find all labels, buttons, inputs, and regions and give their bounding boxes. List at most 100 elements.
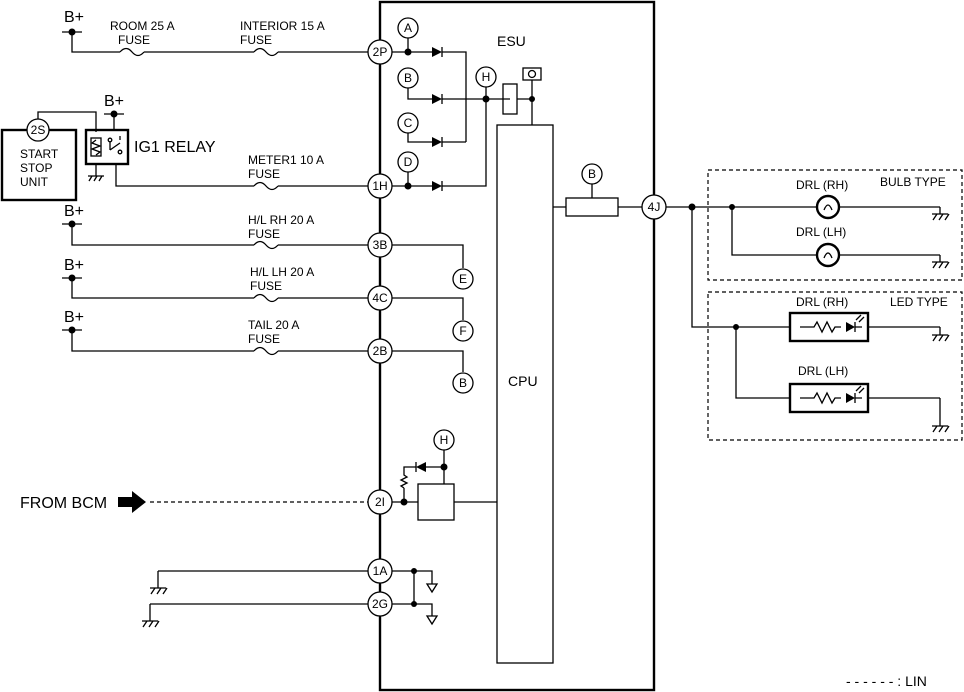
terminal-2p: 2P xyxy=(367,39,393,65)
room-fuse-symbol xyxy=(119,47,145,57)
node-c: C xyxy=(397,112,419,134)
hl-lh-fuse-name: H/L LH 20 A xyxy=(250,265,314,279)
led-lh-resistor-icon xyxy=(800,391,841,405)
start-stop-line-1: START xyxy=(20,147,59,161)
led-rh-emit-icon xyxy=(854,314,865,332)
start-stop-line-3: UNIT xyxy=(20,175,49,189)
node-b-top: B xyxy=(397,67,419,89)
start-stop-to-relay-wire xyxy=(37,111,97,132)
lin-diode-icon xyxy=(416,462,426,472)
node-h-low: H xyxy=(433,429,455,451)
meter1-fuse-type: FUSE xyxy=(248,167,280,181)
hl-lh-fuse-type: FUSE xyxy=(250,279,282,293)
hl-rh-supply-wire xyxy=(62,223,254,246)
interior-fuse-name: INTERIOR 15 A xyxy=(240,19,325,33)
bulb-type-title: BULB TYPE xyxy=(880,175,946,189)
relay-ground-icon xyxy=(88,164,104,182)
junction-bulb xyxy=(729,204,735,210)
hl-lh-supply-wire xyxy=(62,277,254,299)
relay-contact-2 xyxy=(117,149,123,155)
junction-regulator xyxy=(529,96,535,102)
ground-internal-1-icon xyxy=(425,583,439,594)
start-stop-line-2: STOP xyxy=(20,161,52,175)
bulb-lh-ground-icon xyxy=(932,255,950,269)
svg-text:1A: 1A xyxy=(373,564,388,578)
led-lh-emit-icon xyxy=(854,385,865,403)
bulb-rh-icon xyxy=(815,194,841,220)
diode-c-wire xyxy=(407,133,466,143)
led-wires xyxy=(732,326,940,399)
relay-contact-1 xyxy=(107,137,113,143)
ground-internal-2-icon xyxy=(425,615,439,626)
bulb-drl-lh-label: DRL (LH) xyxy=(796,225,846,239)
terminal-2g: 2G xyxy=(367,591,393,617)
svg-text:2B: 2B xyxy=(373,344,388,358)
svg-text:D: D xyxy=(404,155,413,169)
node-f: F xyxy=(452,320,474,342)
regulator-wire xyxy=(517,80,533,125)
node-b-cpu: B xyxy=(581,163,603,185)
svg-text:1H: 1H xyxy=(372,179,387,193)
tail-supply-label: B+ xyxy=(64,309,84,326)
diode-d-icon xyxy=(432,181,442,191)
led-lh-ground-icon xyxy=(932,398,950,433)
svg-text:B: B xyxy=(404,71,412,85)
tail-fuse-symbol xyxy=(253,346,279,356)
bulb-rh-ground-icon xyxy=(932,207,950,221)
relay-supply-label: B+ xyxy=(104,93,124,110)
node-b-low: B xyxy=(452,372,474,394)
svg-text:B: B xyxy=(459,376,467,390)
regulator-terminal xyxy=(522,67,542,81)
terminal-1a: 1A xyxy=(367,558,393,584)
led-rh-ground-icon xyxy=(932,327,950,342)
tail-supply-wire xyxy=(62,329,254,352)
svg-text:2I: 2I xyxy=(375,495,385,509)
room-fuse-name: ROOM 25 A xyxy=(110,19,175,33)
meter1-fuse-name: METER1 10 A xyxy=(248,153,324,167)
junction-2p xyxy=(404,48,412,56)
svg-text:H: H xyxy=(482,70,491,84)
room-fuse-type: FUSE xyxy=(118,33,150,47)
hl-rh-fuse-symbol xyxy=(253,240,279,250)
bcm-label: FROM BCM xyxy=(20,495,107,512)
stub-f-wire xyxy=(392,297,464,320)
bulb-drl-rh-label: DRL (RH) xyxy=(796,178,848,192)
ig1-relay-box xyxy=(84,128,130,166)
diode-c-icon xyxy=(432,137,442,147)
ground-2g-icon xyxy=(142,604,160,628)
terminal-4c: 4C xyxy=(367,285,393,311)
bcm-arrow-icon xyxy=(118,491,146,513)
led-rh-resistor-icon xyxy=(800,320,841,334)
top-supply-label: B+ xyxy=(64,9,84,26)
interior-fuse-symbol xyxy=(253,47,279,57)
svg-text:F: F xyxy=(459,324,466,338)
led-drl-rh-label: DRL (RH) xyxy=(796,295,848,309)
relay-supply-wire xyxy=(104,113,124,130)
top-supply-wire xyxy=(62,31,120,53)
regulator-terminal-icon xyxy=(527,69,537,79)
diode-b-wire xyxy=(407,88,510,100)
junction-1h xyxy=(404,182,412,190)
cpu-label: CPU xyxy=(508,373,538,389)
hl-rh-supply-label: B+ xyxy=(64,203,84,220)
hl-lh-supply-label: B+ xyxy=(64,257,84,274)
cpu-box xyxy=(496,124,554,664)
relay-coil xyxy=(90,137,102,157)
ground-1a-icon xyxy=(150,571,168,595)
drl-feed-wire xyxy=(666,206,732,328)
diode-a-icon xyxy=(432,47,442,57)
hl-lh-fuse-symbol xyxy=(253,293,279,303)
junction-h xyxy=(482,95,490,103)
svg-text:2P: 2P xyxy=(373,45,388,59)
terminal-4j: 4J xyxy=(641,194,667,220)
svg-text:A: A xyxy=(404,21,412,35)
tail-fuse-name: TAIL 20 A xyxy=(248,318,299,332)
svg-text:C: C xyxy=(404,116,413,130)
terminal-1h: 1H xyxy=(367,173,393,199)
diode-a-wire xyxy=(392,51,467,142)
svg-text:4J: 4J xyxy=(648,200,661,214)
led-drl-lh-label: DRL (LH) xyxy=(798,364,848,378)
terminal-2b: 2B xyxy=(367,338,393,364)
connector-2s-label: 2S xyxy=(31,123,46,137)
